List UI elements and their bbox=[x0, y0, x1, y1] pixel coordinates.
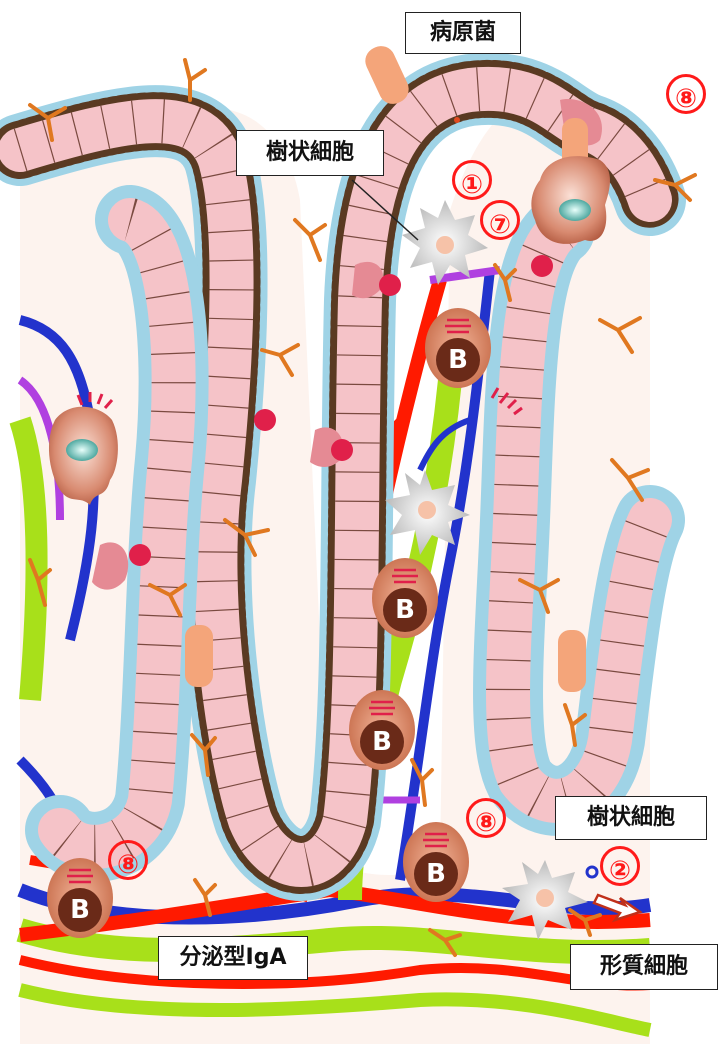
marker-8-center: ⑧ bbox=[466, 798, 506, 838]
b-cell bbox=[372, 558, 438, 638]
b-cell-label: B bbox=[448, 345, 468, 375]
marker-7: ⑦ bbox=[480, 200, 520, 240]
label-plasma-cell: 形質細胞 bbox=[570, 944, 718, 990]
b-cell bbox=[349, 690, 415, 770]
b-cell bbox=[47, 858, 113, 938]
b-cell-label: B bbox=[395, 595, 415, 625]
dendritic-cells bbox=[385, 200, 599, 940]
b-cell bbox=[403, 822, 469, 902]
b-cell-label: B bbox=[372, 727, 392, 757]
marker-8-left: ⑧ bbox=[108, 840, 148, 880]
marker-1: ① bbox=[452, 160, 492, 200]
plasma-arrow bbox=[592, 893, 643, 923]
label-secretory-iga: 分泌型IgA bbox=[158, 936, 308, 980]
antibodies bbox=[28, 58, 697, 957]
b-cell bbox=[425, 308, 491, 388]
b-cell-label: B bbox=[70, 895, 90, 925]
label-pathogen: 病原菌 bbox=[405, 12, 521, 54]
antigen-particles bbox=[129, 255, 553, 566]
signal-marks bbox=[490, 387, 523, 416]
label-dendritic-top: 樹状細胞 bbox=[236, 130, 384, 176]
marker-2: ② bbox=[600, 846, 640, 886]
marker-8-top: ⑧ bbox=[666, 74, 706, 114]
macrophages bbox=[48, 156, 610, 505]
label-dendritic-right: 樹状細胞 bbox=[555, 796, 707, 840]
b-cell-label: B bbox=[426, 859, 446, 889]
b-cells bbox=[47, 308, 491, 938]
small-dot bbox=[454, 117, 460, 123]
leader-line bbox=[351, 179, 419, 241]
